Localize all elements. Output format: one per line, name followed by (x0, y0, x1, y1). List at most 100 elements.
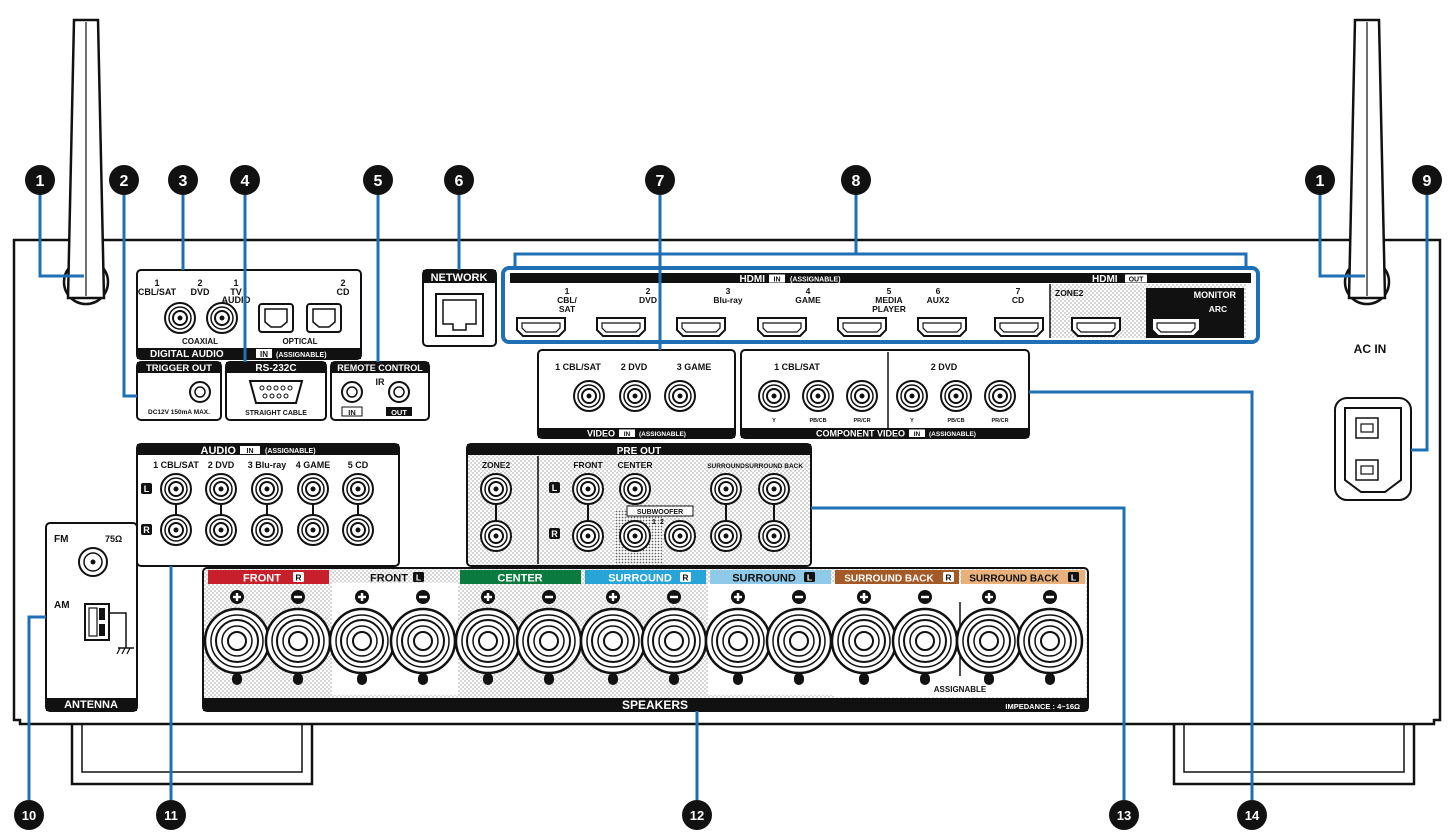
fm-label: FM (54, 534, 68, 545)
component-2-pb-jack[interactable] (940, 380, 972, 412)
surround-back-l-terminals (955, 590, 1084, 687)
pre-out-surround-back-left-jack[interactable] (758, 473, 790, 505)
pre-out-subwoofer-2-jack[interactable] (664, 520, 696, 552)
hdmi-assignable: (ASSIGNABLE) (790, 277, 841, 284)
audio-2-right-jack[interactable] (205, 514, 237, 546)
pre-out-surround-back-right-jack[interactable] (758, 520, 790, 552)
hdmi-in-port-3[interactable] (676, 317, 726, 337)
am-antenna-terminal[interactable] (84, 603, 134, 655)
pre-out-surround-label: SURROUND (707, 463, 745, 470)
component-1-pr-jack[interactable] (846, 380, 878, 412)
component-2-y-jack[interactable] (896, 380, 928, 412)
surround-r-label: SURROUND (608, 573, 672, 585)
component-assignable: (ASSIGNABLE) (929, 431, 976, 438)
hdmi-in-port-7[interactable] (994, 317, 1044, 337)
component-label-2: 2 DVD (931, 362, 958, 372)
callout-13: 13 (1109, 800, 1139, 830)
video-title: VIDEO (587, 429, 615, 439)
pre-out-zone2-right-jack[interactable] (480, 520, 512, 552)
speakers-title: SPEAKERS (622, 698, 688, 712)
optical-2-num: 2 (340, 278, 345, 288)
video-jack-3[interactable] (664, 380, 696, 412)
remote-out-jack[interactable] (388, 381, 410, 403)
callout-10: 10 (14, 800, 44, 830)
trigger-out-section: TRIGGER OUT DC12V 150mA MAX. (136, 361, 222, 421)
optical-port-2[interactable] (306, 303, 342, 333)
pre-out-zone2-left-jack[interactable] (480, 473, 512, 505)
ac-inlet[interactable] (1334, 397, 1412, 501)
hdmi-4-label: GAME (795, 295, 821, 305)
callout-14: 14 (1237, 800, 1267, 830)
component-1-pb-label: PB/CB (809, 418, 826, 424)
surround-back-l-l-mark: L (1071, 573, 1076, 583)
component-1-pb-jack[interactable] (802, 380, 834, 412)
center-terminals (454, 590, 583, 687)
callout-3: 3 (168, 165, 198, 195)
optical-port-1[interactable] (258, 303, 294, 333)
audio-in-section: AUDIO IN (ASSIGNABLE) 1 CBL/SAT 2 DVD 3 … (136, 443, 400, 567)
ethernet-port[interactable] (435, 293, 484, 337)
pre-out-front-label: FRONT (573, 460, 603, 470)
svg-text:1: 1 (1316, 173, 1325, 190)
hdmi-section: HDMI IN (ASSIGNABLE) HDMI OUT 1 CBL/ SAT… (501, 266, 1260, 344)
coaxial-label: COAXIAL (182, 337, 218, 346)
hdmi-in-port-5[interactable] (837, 317, 887, 337)
remote-out-label: OUT (391, 408, 407, 417)
pre-out-front-right-jack[interactable] (572, 520, 604, 552)
hdmi-6-label: AUX2 (927, 295, 950, 305)
hdmi-in-port-6[interactable] (917, 317, 967, 337)
audio-1-right-jack[interactable] (160, 514, 192, 546)
component-1-y-jack[interactable] (758, 380, 790, 412)
svg-text:8: 8 (852, 173, 861, 190)
hdmi-3-num: 3 (726, 286, 731, 296)
hdmi-in-port-4[interactable] (757, 317, 807, 337)
audio-4-right-jack[interactable] (297, 514, 329, 546)
hdmi-zone2-label: ZONE2 (1055, 288, 1084, 298)
hdmi-out-monitor-port[interactable] (1151, 317, 1201, 337)
audio-right-label: R (143, 525, 150, 535)
callouts: 1 2 3 4 5 6 7 8 1 9 10 11 12 13 14 (14, 165, 1442, 830)
center-header (460, 570, 581, 584)
pre-out-center-jack[interactable] (619, 473, 651, 505)
hdmi-in-port-1[interactable] (516, 317, 566, 337)
coaxial-jack-2[interactable] (206, 302, 238, 334)
fm-antenna-jack[interactable] (78, 547, 108, 577)
video-jack-1[interactable] (573, 380, 605, 412)
audio-5-left-jack[interactable] (342, 473, 374, 505)
audio-1-left-jack[interactable] (160, 473, 192, 505)
remote-in-jack[interactable] (341, 381, 363, 403)
surround-l-label: SURROUND (732, 573, 796, 585)
audio-2-left-jack[interactable] (205, 473, 237, 505)
svg-text:11: 11 (164, 808, 178, 823)
pre-out-surround-left-jack[interactable] (710, 473, 742, 505)
surround-back-r-terminals (830, 590, 959, 687)
rs232c-port[interactable] (248, 380, 304, 404)
pre-out-surround-right-jack[interactable] (710, 520, 742, 552)
audio-3-right-jack[interactable] (251, 514, 283, 546)
audio-4-left-jack[interactable] (297, 473, 329, 505)
antenna-right[interactable] (1343, 18, 1391, 306)
remote-ir-label: IR (376, 377, 386, 387)
audio-label-3: 3 Blu-ray (248, 460, 287, 470)
surround-r-header (585, 570, 706, 584)
callout-12: 12 (682, 800, 712, 830)
coax-2-label: DVD (190, 287, 210, 297)
antenna-section: ANTENNA FM 75Ω AM (45, 522, 138, 712)
pre-out-subwoofer-1-jack[interactable] (619, 520, 651, 552)
coaxial-jack-1[interactable] (164, 302, 196, 334)
pre-out-front-left-jack[interactable] (572, 473, 604, 505)
video-jack-2[interactable] (619, 380, 651, 412)
svg-text:10: 10 (22, 808, 36, 823)
svg-text:12: 12 (690, 808, 704, 823)
hdmi-out-zone2-port[interactable] (1071, 317, 1121, 337)
antenna-left[interactable] (62, 18, 110, 306)
component-title: COMPONENT VIDEO (816, 429, 905, 439)
svg-text:1: 1 (36, 173, 45, 190)
component-2-pr-jack[interactable] (984, 380, 1016, 412)
svg-text:2: 2 (120, 173, 129, 190)
audio-3-left-jack[interactable] (251, 473, 283, 505)
audio-label-5: 5 CD (348, 460, 369, 470)
audio-5-right-jack[interactable] (342, 514, 374, 546)
trigger-out-jack[interactable] (189, 381, 211, 403)
hdmi-in-port-2[interactable] (596, 317, 646, 337)
